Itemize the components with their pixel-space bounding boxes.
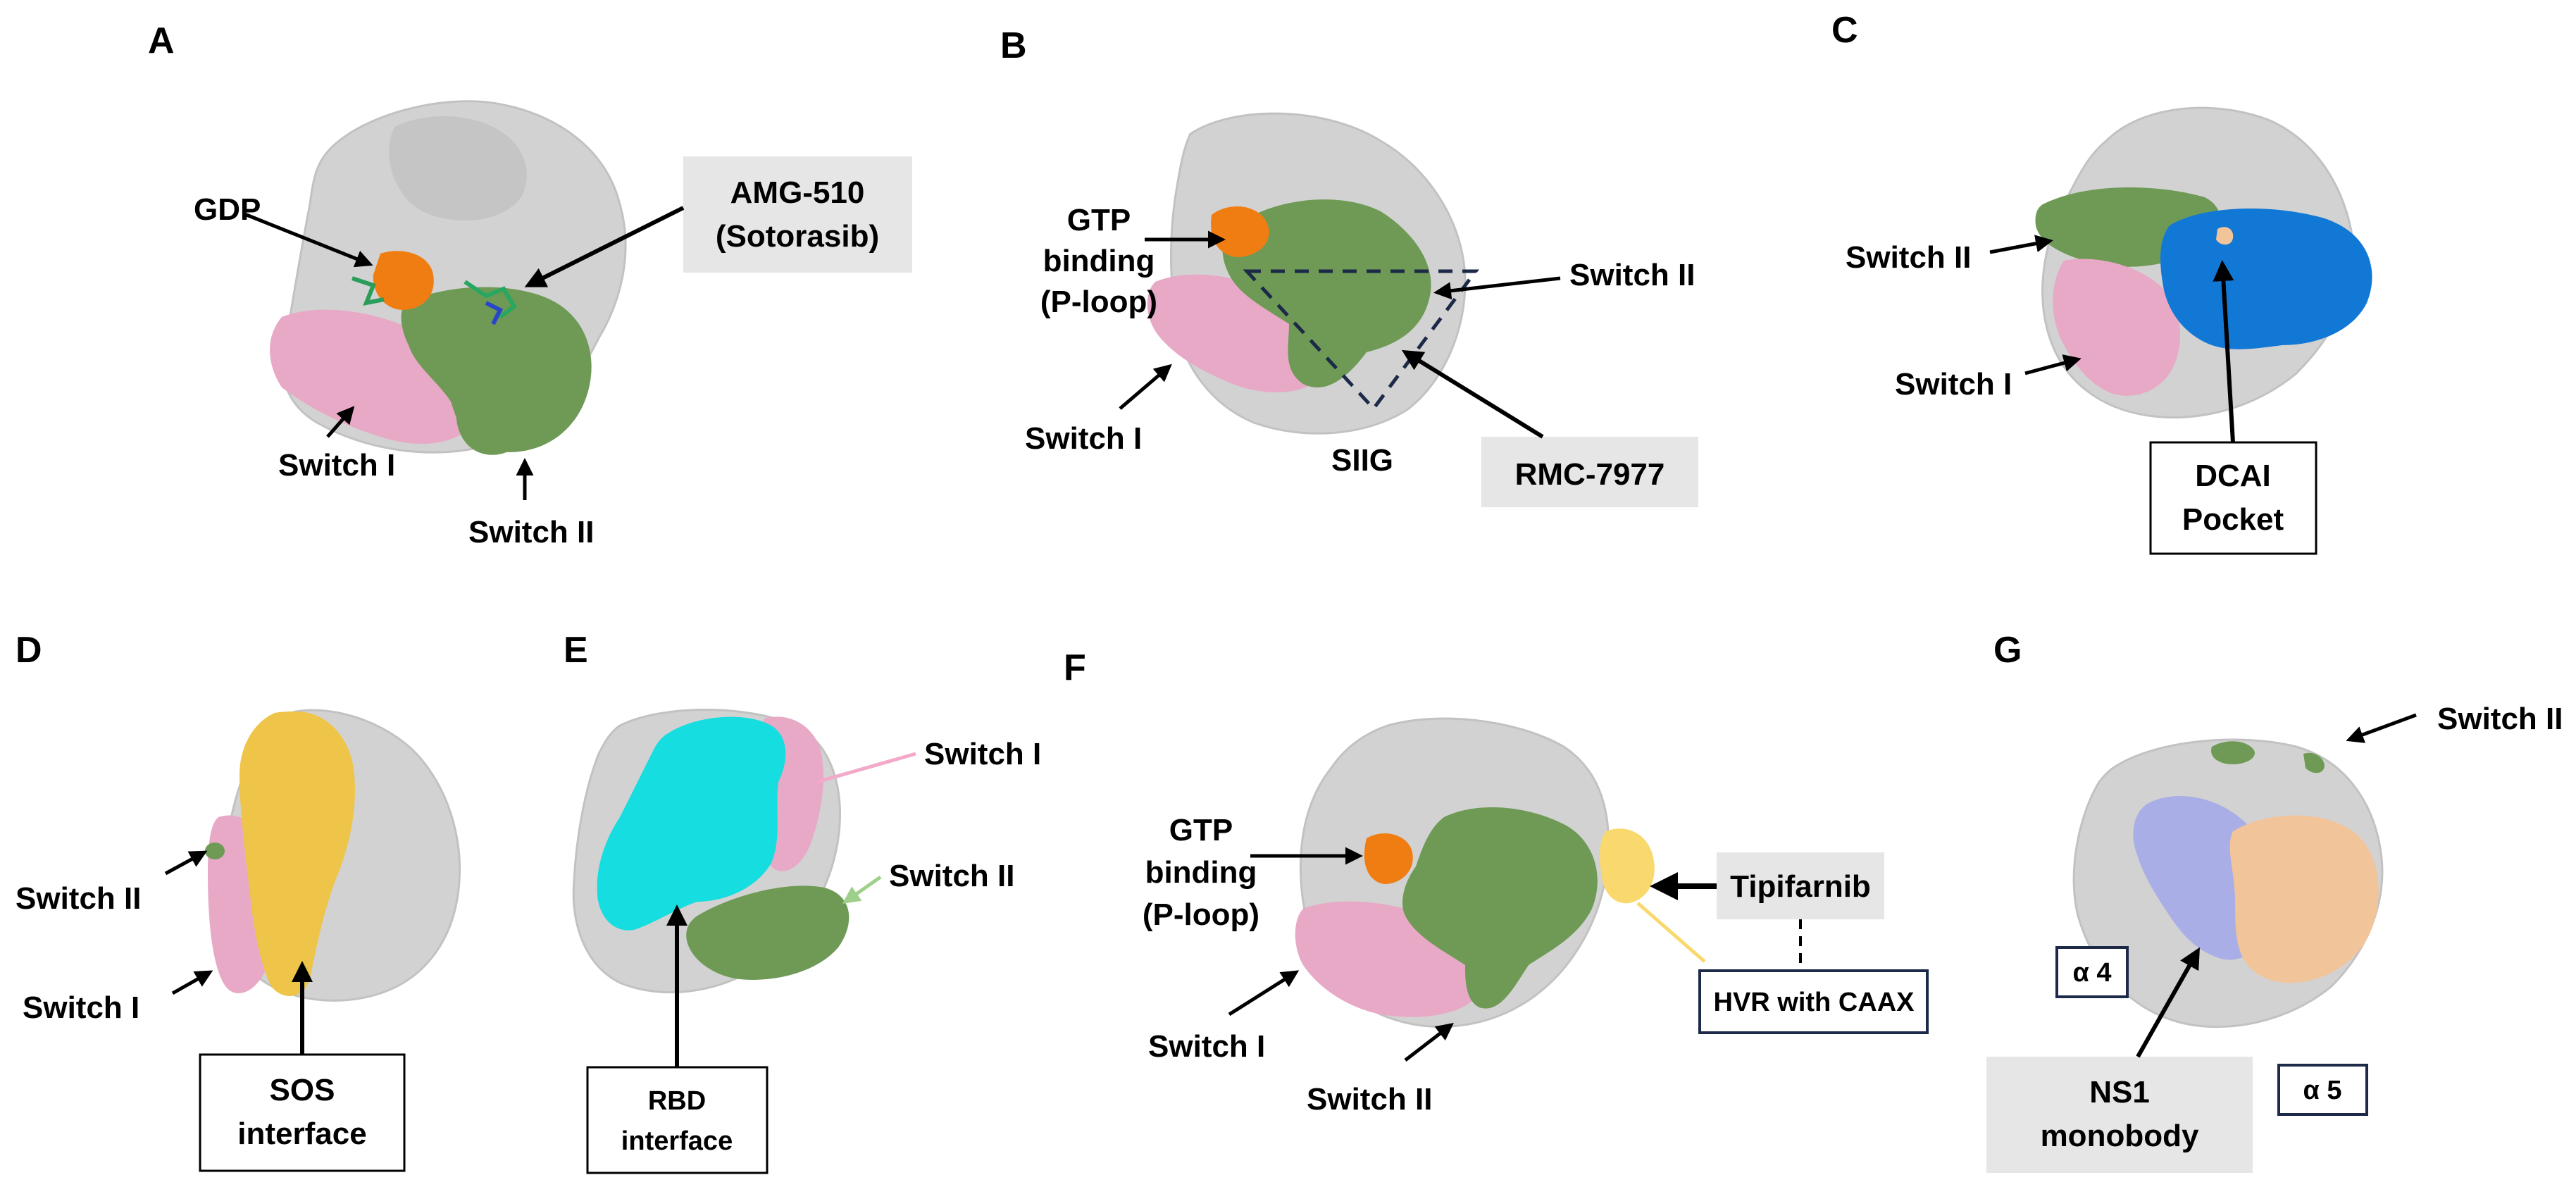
label-switch-i-b: Switch I — [1025, 421, 1142, 456]
label-amg-510: AMG-510 — [730, 175, 865, 210]
label-tipifarnib: Tipifarnib — [1730, 869, 1871, 904]
protein-surface-c — [2035, 106, 2372, 418]
pocket-label-box-c — [2149, 441, 2317, 555]
label-switch-ii-c: Switch II — [1846, 240, 1971, 275]
drug-label-box-a — [683, 156, 912, 273]
label-alpha5: α 5 — [2303, 1076, 2341, 1105]
label-gdp: GDP — [194, 192, 261, 227]
label-gtp-f-1: GTP — [1169, 813, 1233, 847]
panel-b: B GTP binding (P-loop) Switch II Switch … — [1000, 25, 1698, 507]
panel-letter-c: C — [1831, 10, 1858, 51]
label-switch-i-c: Switch I — [1895, 367, 2012, 402]
interface-label-box-d — [199, 1053, 406, 1172]
panel-letter-e: E — [564, 630, 588, 671]
label-switch-i-f: Switch I — [1148, 1029, 1265, 1064]
panel-d: D Switch II Switch I SOS interface — [15, 630, 461, 1172]
monobody-label-box — [1986, 1057, 2253, 1173]
label-dcai: DCAI — [2195, 459, 2271, 493]
label-switch-ii-g: Switch II — [2437, 702, 2563, 736]
label-interface-e: interface — [621, 1126, 733, 1156]
label-sotorasib: (Sotorasib) — [716, 219, 879, 254]
protein-surface-f — [1295, 717, 1655, 1028]
label-switch-ii-b: Switch II — [1569, 258, 1695, 292]
panel-letter-d: D — [15, 630, 42, 671]
hvr-label-box — [1698, 969, 1929, 1034]
protein-surface-d — [205, 709, 461, 1002]
protein-surface-e — [572, 709, 850, 994]
protein-surface-b — [1147, 112, 1479, 435]
label-switch-ii-a: Switch II — [468, 515, 594, 549]
drug-label-box-b — [1481, 437, 1698, 507]
label-switch-ii-d: Switch II — [15, 881, 141, 916]
protein-surface-a — [270, 100, 627, 455]
label-switch-ii-f: Switch II — [1307, 1082, 1432, 1117]
protein-surface-g — [2072, 738, 2384, 1028]
label-hvr-with-caax: HVR with CAAX — [1714, 988, 1915, 1017]
panel-letter-g: G — [1993, 630, 2022, 671]
label-sos: SOS — [270, 1073, 335, 1107]
label-gtp-b-2: binding — [1043, 244, 1155, 278]
panel-c: C Switch II Switch I DCAI Pocket — [1831, 10, 2372, 555]
label-gtp-f-2: binding — [1145, 855, 1257, 890]
label-ns1: NS1 — [2089, 1075, 2150, 1110]
label-switch-i-d: Switch I — [23, 990, 139, 1025]
panel-f: F GTP binding (P-loop) Tipifarnib HVR wi… — [1064, 647, 1929, 1117]
label-monobody: monobody — [2041, 1119, 2199, 1153]
panel-a: A GDP AMG-510 (Sotorasib) Switch I Switc… — [148, 20, 912, 549]
drug-label-box-f — [1717, 852, 1884, 919]
label-pocket: Pocket — [2182, 502, 2284, 537]
label-rmc-7977: RMC-7977 — [1515, 457, 1665, 492]
label-interface-d: interface — [237, 1117, 366, 1151]
label-switch-ii-e: Switch II — [889, 859, 1014, 893]
label-gtp-b-1: GTP — [1067, 203, 1131, 237]
label-gtp-b-3: (P-loop) — [1040, 285, 1157, 319]
label-rbd: RBD — [648, 1086, 706, 1116]
panel-letter-f: F — [1064, 647, 1086, 688]
panel-e: E Switch I Switch II RBD interface — [564, 630, 1041, 1174]
label-siig: SIIG — [1331, 443, 1393, 478]
label-switch-i-a: Switch I — [278, 448, 395, 483]
label-gtp-f-3: (P-loop) — [1143, 897, 1259, 932]
panel-letter-b: B — [1000, 25, 1027, 66]
panel-letter-a: A — [148, 20, 175, 61]
alpha4-label-box — [2055, 946, 2129, 998]
alpha5-label-box — [2277, 1064, 2368, 1116]
interface-label-box-e — [586, 1066, 769, 1174]
panel-g: G Switch II α 4 α 5 NS1 monobody — [1986, 630, 2563, 1173]
label-alpha4: α 4 — [2072, 958, 2111, 988]
label-switch-i-e: Switch I — [924, 737, 1041, 771]
